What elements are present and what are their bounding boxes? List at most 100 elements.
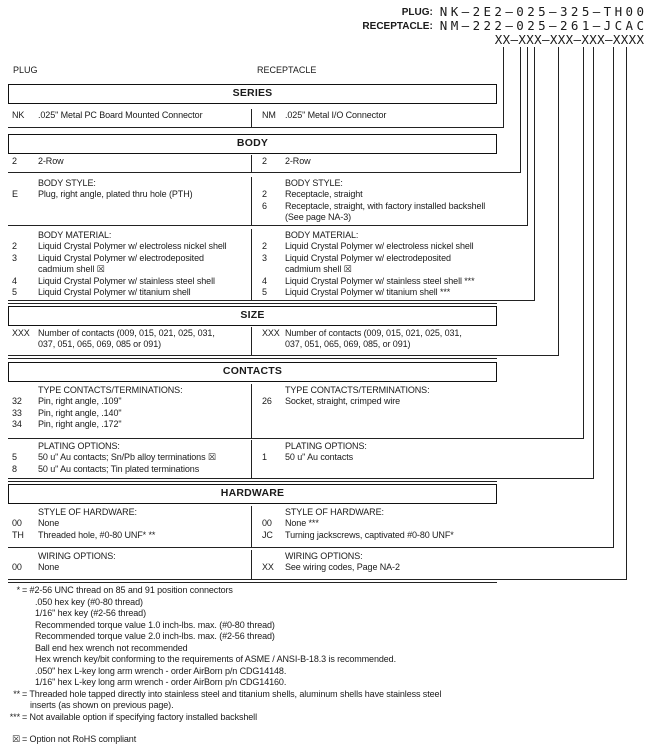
option-code: 34 <box>12 419 22 430</box>
section-header-contacts: CONTACTS <box>8 362 497 382</box>
option-code: 2 <box>12 156 17 166</box>
footnote-line: 1/16" hex L-key long arm wrench - order … <box>8 677 568 689</box>
section-header-hardware: HARDWARE <box>8 484 497 504</box>
footnote-text: 1/16" hex key (#2-56 thread) <box>35 608 146 618</box>
option-text: 037, 051, 065, 069, 085, or 091) <box>285 339 411 350</box>
spec-row: E Plug, right angle, plated thru hole (PT… <box>8 189 252 200</box>
option-code: XXX <box>12 328 30 338</box>
option-code: 5 <box>12 287 17 298</box>
option-code: 2 <box>12 241 17 252</box>
section-header-series: SERIES <box>8 84 497 104</box>
subsection-header: TYPE CONTACTS/TERMINATIONS: <box>38 385 183 395</box>
option-text: Pin, right angle, .172" <box>38 419 122 430</box>
option-text: Plug, right angle, plated thru hole (PTH… <box>38 189 193 200</box>
option-code: 8 <box>12 463 17 474</box>
section-title: SIZE <box>240 309 265 321</box>
option-text: .025" Metal I/O Connector <box>285 110 387 120</box>
option-code: XX <box>262 562 274 573</box>
body-style-plug-column: BODY STYLE: E Plug, right angle, plated th… <box>8 178 252 225</box>
footnote-text: .050" hex L-key long arm wrench - order … <box>35 665 287 676</box>
option-code: TH <box>12 529 24 540</box>
spec-row: 2 Liquid Crystal Polymer w/ electroless n… <box>252 241 497 252</box>
subsection-header: TYPE CONTACTS/TERMINATIONS: <box>285 385 430 395</box>
footnote-text: Ball end hex wrench not recommended <box>35 642 188 653</box>
option-code: 6 <box>262 200 267 211</box>
option-text: 037, 051, 065, 069, 085 or 091) <box>38 339 162 350</box>
spec-row: 1 50 u" Au contacts <box>252 452 497 463</box>
option-code: 4 <box>12 275 17 286</box>
footnote-line: ***= Not available option if specifying … <box>8 712 568 724</box>
footnote-line: .050 hex key (#0-80 thread) <box>8 597 568 609</box>
option-text: See wiring codes, Page NA-2 <box>285 562 400 573</box>
subsection-header: PLATING OPTIONS: <box>285 441 367 451</box>
section-title: BODY <box>236 137 269 149</box>
footnote-line: inserts (as shown on previous page). <box>8 700 568 712</box>
spec-row: 33 Pin, right angle, .140" <box>8 408 252 419</box>
option-code: 32 <box>12 396 22 407</box>
part-number-block: PLUG:NK–2E2–025–325–TH00 RECEPTACLE:NM–2… <box>362 5 644 47</box>
section-header-size: SIZE <box>8 306 497 326</box>
subsection-header: BODY MATERIAL: <box>38 230 112 240</box>
option-text: Liquid Crystal Polymer w/ electroless ni… <box>285 241 474 252</box>
size-block: XXX Number of contacts (009, 015, 021, 02… <box>8 326 497 355</box>
option-text: 50 u" Au contacts <box>285 452 354 463</box>
series-codes-block: NK .025" Metal PC Board Mounted Connector… <box>8 108 497 127</box>
option-text: Receptacle, straight <box>285 189 363 200</box>
footnote-text: Recommended torque value 2.0 inch-lbs. m… <box>35 631 275 641</box>
part-number-mask: XX–XXX–XXX–XXX–XXXX <box>362 33 644 47</box>
section-title: HARDWARE <box>220 487 285 499</box>
subsection-header: STYLE OF HARDWARE: <box>38 507 137 517</box>
footnote-line: Recommended torque value 1.0 inch-lbs. m… <box>8 620 568 632</box>
option-text: cadmium shell ☒ <box>38 264 105 275</box>
footnote-text: = Not available option if specifying fac… <box>22 711 257 722</box>
option-code: 00 <box>12 562 22 573</box>
section-title: SERIES <box>232 87 273 99</box>
part-number-mask-value: XX–XXX–XXX–XXX–XXXX <box>494 32 645 47</box>
option-text: Liquid Crystal Polymer w/ electrodeposit… <box>285 252 451 263</box>
option-code: 4 <box>262 275 267 286</box>
footnote-text: = Threaded hole tapped directly into sta… <box>22 688 442 699</box>
plug-column-label: PLUG <box>13 65 38 75</box>
footnote-text: Hex wrench key/bit conforming to the req… <box>35 654 396 664</box>
option-code: 1 <box>262 452 267 463</box>
section-header-body: BODY <box>8 134 497 154</box>
option-code: NK <box>12 110 25 120</box>
footnote-line: **= Threaded hole tapped directly into s… <box>8 689 568 701</box>
option-code: 33 <box>12 407 22 418</box>
option-text: Pin, right angle, .140" <box>38 407 122 418</box>
option-text: .025" Metal PC Board Mounted Connector <box>38 110 203 120</box>
option-text: Pin, right angle, .109" <box>38 396 122 407</box>
option-code: 3 <box>12 252 17 263</box>
option-text: Number of contacts (009, 015, 021, 025, … <box>285 328 462 338</box>
option-code: 2 <box>262 241 267 252</box>
spec-row: NK .025" Metal PC Board Mounted Connector <box>8 110 252 121</box>
option-text: (See page NA-3) <box>285 212 352 223</box>
option-code: 5 <box>12 452 17 463</box>
subsection-header: BODY STYLE: <box>38 178 96 188</box>
subsection-header: WIRING OPTIONS: <box>38 551 116 561</box>
option-code: E <box>12 189 18 200</box>
footnote-marker: *** <box>9 711 20 722</box>
option-text: None *** <box>285 518 319 529</box>
